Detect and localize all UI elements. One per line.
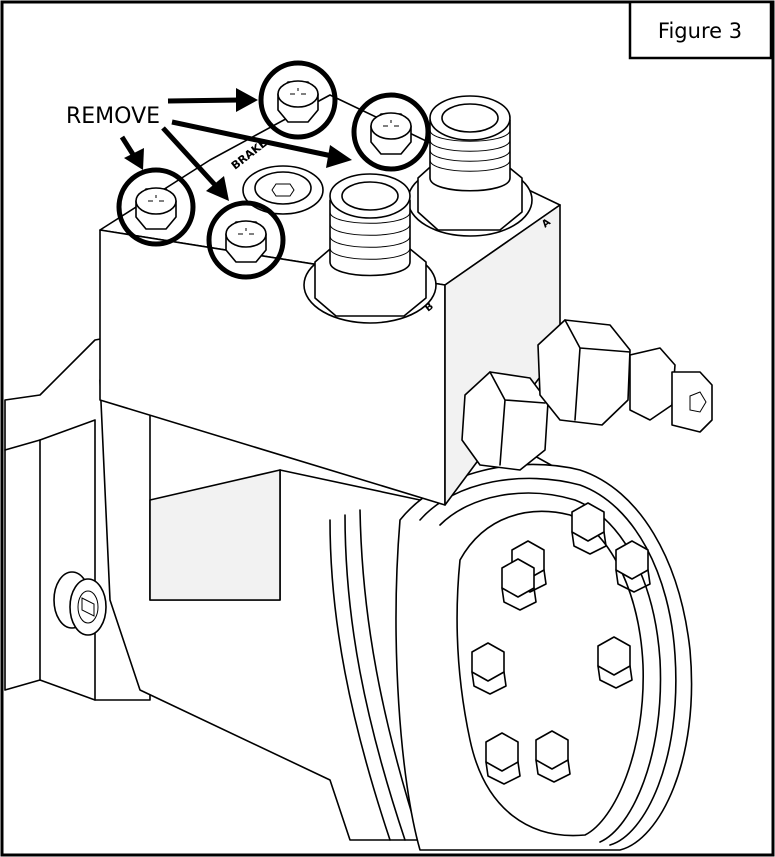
end-cap-bolts xyxy=(471,502,651,785)
end-cap-bolt xyxy=(597,636,633,689)
port-fitting-b xyxy=(303,173,437,324)
end-cap-bolt xyxy=(485,732,521,785)
arrow-to-bolt-3 xyxy=(119,135,144,170)
arrow-to-bolt-1 xyxy=(167,88,258,112)
remove-bolt xyxy=(116,167,196,247)
remove-label: REMOVE xyxy=(66,104,160,129)
remove-bolt xyxy=(258,60,338,140)
port-fitting-a xyxy=(407,95,533,237)
callout-arrows xyxy=(119,88,352,201)
end-cap-bolt xyxy=(501,558,537,611)
figure-label-box: Figure 3 xyxy=(628,0,773,60)
remove-callout-ring xyxy=(351,92,431,172)
end-cap-bolt xyxy=(571,502,607,555)
arrow-to-bolt-2 xyxy=(171,119,352,168)
end-cap-bolt xyxy=(535,730,571,783)
end-cap-bolt xyxy=(471,642,507,695)
side-fittings xyxy=(461,319,713,471)
remove-callout-ring xyxy=(116,167,196,247)
remove-bolt xyxy=(206,200,286,280)
brake-port-plug xyxy=(242,165,324,215)
end-cap xyxy=(395,463,693,851)
remove-bolt xyxy=(351,92,431,172)
remove-callout-ring xyxy=(206,200,286,280)
arrow-to-bolt-4 xyxy=(161,126,229,201)
figure-label: Figure 3 xyxy=(658,19,742,43)
remove-callout-ring xyxy=(258,60,338,140)
end-cap-bolt xyxy=(615,540,651,593)
